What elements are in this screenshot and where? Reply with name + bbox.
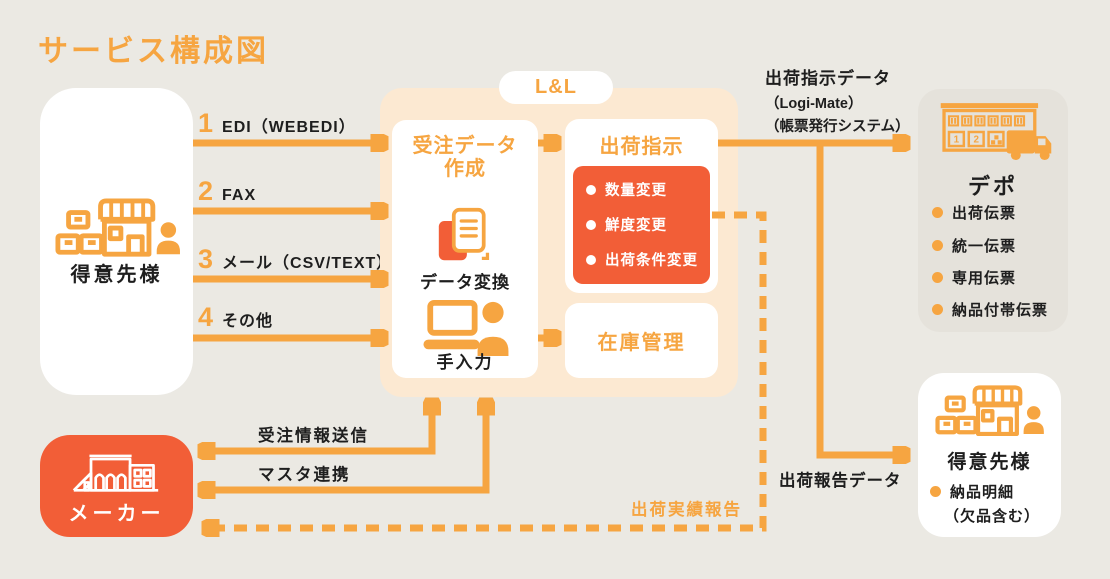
channel-row-4: 4 その他 bbox=[198, 302, 273, 333]
channel-number: 4 bbox=[198, 302, 214, 332]
bullet-icon bbox=[932, 304, 943, 315]
change-item: 出荷条件変更 bbox=[586, 249, 698, 270]
lnl-badge: L&L bbox=[499, 71, 613, 104]
delivery-note-item-line2: （欠品含む） bbox=[944, 508, 1041, 525]
channel-row-2: 2 FAX bbox=[198, 176, 256, 207]
inventory-title: 在庫管理 bbox=[597, 332, 686, 354]
channel-number: 1 bbox=[198, 108, 214, 138]
store-icon bbox=[935, 385, 1044, 437]
data-convert-icon bbox=[438, 207, 490, 261]
master-link-label: マスタ連携 bbox=[258, 466, 351, 484]
channel-number: 2 bbox=[198, 176, 214, 206]
customer-box-right: 得意先様 納品明細 （欠品含む） bbox=[918, 373, 1061, 537]
change-list: 数量変更 鮮度変更 出荷条件変更 bbox=[573, 166, 710, 284]
warehouse-truck-icon: 1 2 bbox=[940, 103, 1052, 161]
svg-text:2: 2 bbox=[973, 135, 979, 146]
shipping-data-line1: 出荷指示データ bbox=[765, 69, 891, 88]
bullet-icon bbox=[586, 254, 596, 265]
shipping-instruction-title: 出荷指示 bbox=[599, 136, 684, 158]
shipping-data-line2: （Logi-Mate） bbox=[765, 96, 863, 112]
inventory-box: 在庫管理 bbox=[565, 303, 718, 378]
depot-item: 統一伝票 bbox=[932, 235, 1016, 256]
channel-row-3: 3 メール（CSV/TEXT） bbox=[198, 244, 393, 275]
shipping-data-line3: （帳票発行システム） bbox=[765, 119, 910, 135]
bullet-icon bbox=[932, 272, 943, 283]
shipping-data-label-block: 出荷指示データ （Logi-Mate） （帳票発行システム） bbox=[765, 64, 910, 136]
maker-box: メーカー bbox=[40, 435, 193, 537]
depot-title: デポ bbox=[967, 174, 1018, 199]
depot-box: 1 2 デポ 出荷伝票 統一伝票 専用伝票 bbox=[918, 89, 1068, 332]
bullet-icon bbox=[586, 219, 596, 230]
channel-label: EDI（WEBEDI） bbox=[222, 119, 356, 136]
order-data-box: 受注データ 作成 データ変換 手入力 bbox=[392, 120, 538, 378]
customer-left-label: 得意先様 bbox=[70, 264, 163, 286]
depot-item: 出荷伝票 bbox=[932, 202, 1016, 223]
factory-icon bbox=[72, 454, 159, 492]
order-info-label: 受注情報送信 bbox=[258, 427, 369, 445]
svg-text:1: 1 bbox=[954, 135, 960, 146]
page-title: サービス構成図 bbox=[38, 35, 269, 68]
shipping-report-arrow bbox=[816, 143, 906, 455]
channel-label: その他 bbox=[222, 313, 274, 330]
depot-item: 納品付帯伝票 bbox=[932, 299, 1048, 320]
shipping-result-report-label: 出荷実績報告 bbox=[631, 501, 742, 519]
order-data-title-line2: 作成 bbox=[444, 158, 486, 180]
channel-number: 3 bbox=[198, 244, 214, 274]
bullet-icon bbox=[586, 184, 596, 195]
shipping-instruction-box: 出荷指示 数量変更 鮮度変更 出荷条件変更 bbox=[565, 119, 718, 293]
maker-label: メーカー bbox=[68, 503, 165, 525]
bullet-icon bbox=[932, 240, 943, 251]
change-item: 鮮度変更 bbox=[586, 214, 667, 235]
customer-box-left: 得意先様 bbox=[40, 88, 193, 395]
channel-label: メール（CSV/TEXT） bbox=[222, 255, 394, 272]
data-convert-label: データ変換 bbox=[420, 273, 510, 292]
bullet-icon bbox=[932, 207, 943, 218]
channel-label: FAX bbox=[222, 187, 257, 204]
channel-row-1: 1 EDI（WEBEDI） bbox=[198, 108, 356, 139]
manual-entry-label: 手入力 bbox=[436, 353, 494, 372]
order-data-title-line1: 受注データ bbox=[412, 135, 518, 157]
customer-right-label: 得意先様 bbox=[947, 452, 1032, 473]
store-icon bbox=[55, 198, 180, 257]
shipping-report-data-label: 出荷報告データ bbox=[779, 472, 902, 490]
bullet-icon bbox=[930, 486, 941, 497]
delivery-note-item: 納品明細 bbox=[930, 481, 1014, 502]
change-item: 数量変更 bbox=[586, 179, 667, 200]
depot-item: 専用伝票 bbox=[932, 267, 1016, 288]
